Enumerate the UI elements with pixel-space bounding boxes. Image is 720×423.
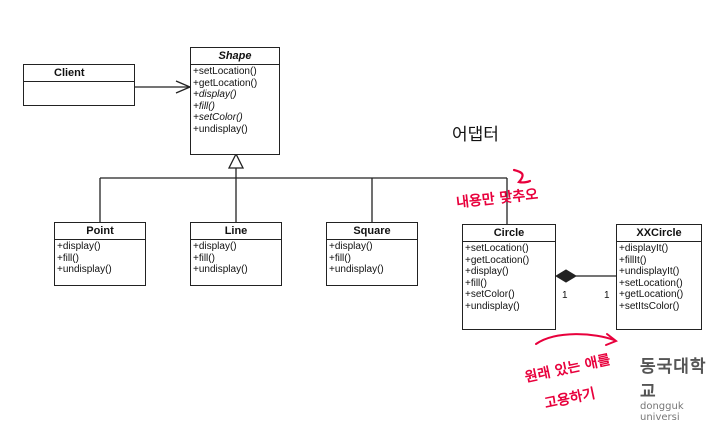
operation: +fillIt() <box>619 254 647 266</box>
class-circle: Circle +setLocation()+getLocation()+disp… <box>462 224 556 330</box>
adapter-label: 어댑터 <box>452 125 499 145</box>
class-name: Circle <box>463 225 555 242</box>
class-name: XXCircle <box>617 225 701 242</box>
logo-korean: 동국대학교 <box>640 357 707 402</box>
operation: +setColor() <box>193 112 243 123</box>
operation: +display() <box>193 241 237 252</box>
hand-arrow-curve <box>535 333 615 345</box>
operation: +fill() <box>193 100 215 112</box>
operation: +display() <box>193 89 237 100</box>
class-name: Shape <box>191 48 279 65</box>
operation: +fill() <box>465 277 487 289</box>
operation: +undisplayIt() <box>619 266 680 277</box>
operation: +display() <box>57 241 101 252</box>
university-logo: 동국대학교 dongguk universi <box>640 352 720 423</box>
operation-list: +displayIt()+fillIt()+undisplayIt()+setL… <box>617 242 701 313</box>
class-square: Square +display()+fill()+undisplay() <box>326 222 418 286</box>
logo-latin: dongguk universi <box>640 401 684 423</box>
operation: +display() <box>329 241 373 252</box>
operation: +undisplay() <box>57 264 112 275</box>
operation: +fill() <box>329 252 351 264</box>
operation: +getLocation() <box>619 289 684 300</box>
operation: +getLocation() <box>465 254 530 266</box>
operation: +setItsColor() <box>619 300 680 312</box>
multiplicity-left: 1 <box>562 290 568 301</box>
operation: +displayIt() <box>619 243 669 254</box>
operation-list: +setLocation()+getLocation()+display()+f… <box>191 65 279 136</box>
class-name: Client <box>24 65 134 82</box>
class-name: Point <box>55 223 145 240</box>
operation-list: +display()+fill()+undisplay() <box>55 240 145 277</box>
class-line: Line +display()+fill()+undisplay() <box>190 222 282 286</box>
operation: +undisplay() <box>465 300 520 312</box>
operation: +setLocation() <box>619 277 683 289</box>
class-name: Square <box>327 223 417 240</box>
operation: +setColor() <box>465 289 515 300</box>
class-client: Client <box>23 64 135 106</box>
composition-diamond <box>555 269 577 283</box>
operation: +setLocation() <box>465 243 529 254</box>
operation-list: +setLocation()+getLocation()+display()+f… <box>463 242 555 313</box>
hand-arrow-down <box>512 168 532 184</box>
class-xxcircle: XXCircle +displayIt()+fillIt()+undisplay… <box>616 224 702 330</box>
operation: +setLocation() <box>193 66 257 77</box>
operation-list: +display()+fill()+undisplay() <box>191 240 281 277</box>
operation: +undisplay() <box>193 264 248 275</box>
operation: +fill() <box>193 252 215 264</box>
class-name: Line <box>191 223 281 240</box>
class-body <box>24 82 134 100</box>
inheritance-triangle <box>227 152 245 169</box>
operation: +getLocation() <box>193 77 258 89</box>
operation: +display() <box>465 266 509 277</box>
class-shape: Shape +setLocation()+getLocation()+displ… <box>190 47 280 155</box>
operation: +undisplay() <box>329 264 384 275</box>
class-point: Point +display()+fill()+undisplay() <box>54 222 146 286</box>
multiplicity-right: 1 <box>604 290 610 301</box>
operation: +undisplay() <box>193 123 248 135</box>
operation: +fill() <box>57 252 79 264</box>
operation-list: +display()+fill()+undisplay() <box>327 240 417 277</box>
